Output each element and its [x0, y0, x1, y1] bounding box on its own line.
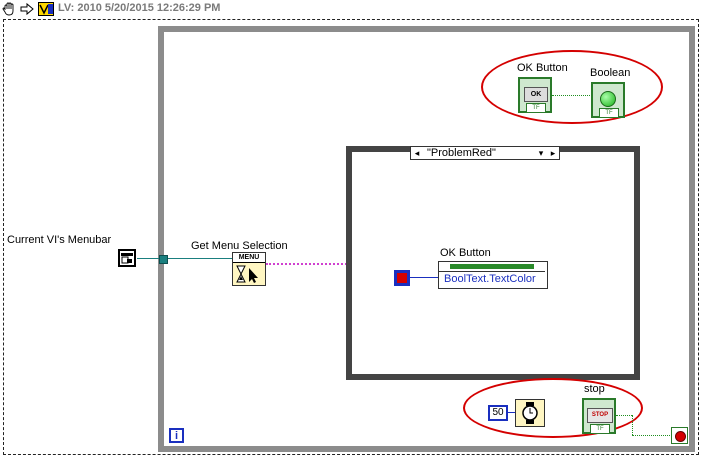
- menubar-label: Current VI's Menubar: [7, 234, 112, 246]
- menubar-refnum-icon[interactable]: [118, 249, 136, 267]
- ok-button-label: OK Button: [517, 62, 568, 74]
- stop-if-true-icon: [675, 431, 686, 442]
- wait-ms-constant[interactable]: 50: [488, 405, 508, 421]
- menu-node-caption: MENU: [233, 253, 265, 263]
- hand-tool-icon[interactable]: [2, 2, 16, 16]
- stop-terminal[interactable]: STOP TF: [582, 398, 616, 434]
- led-icon: [600, 91, 616, 107]
- color-wire: [410, 277, 438, 278]
- arrow-right-icon[interactable]: [20, 2, 34, 16]
- color-constant[interactable]: [394, 270, 410, 286]
- ok-button-terminal[interactable]: OK TF: [518, 77, 552, 113]
- case-selector[interactable]: ◂ "ProblemRed" ▾ ▸: [410, 146, 560, 160]
- annotation-ellipse-bottom: [463, 378, 643, 438]
- wait-wire: [508, 412, 516, 413]
- case-dropdown-button[interactable]: ▾: [538, 148, 544, 158]
- stop-wire-2: [632, 415, 633, 435]
- property-name[interactable]: BoolText.TextColor: [444, 273, 536, 285]
- watch-icon: [522, 402, 538, 424]
- boolean-indicator[interactable]: TF: [591, 82, 625, 118]
- toolbar: LV: 2010 5/20/2015 12:26:29 PM: [0, 0, 703, 20]
- get-menu-selection-node[interactable]: MENU: [232, 252, 266, 286]
- menu-item-wire: [266, 263, 350, 265]
- get-menu-label: Get Menu Selection: [191, 240, 288, 252]
- iteration-terminal[interactable]: i: [169, 428, 184, 443]
- annotation-ellipse-top: [481, 50, 663, 124]
- lv-version-text: LV: 2010 5/20/2015 12:26:29 PM: [58, 2, 221, 14]
- case-next-button[interactable]: ▸: [550, 148, 556, 158]
- stop-button-face: STOP: [587, 408, 613, 423]
- case-prev-button[interactable]: ◂: [414, 148, 420, 158]
- refnum-wire: [137, 258, 233, 259]
- property-node[interactable]: BoolText.TextColor: [438, 261, 548, 289]
- block-diagram: [3, 19, 699, 455]
- vi-icon[interactable]: [38, 2, 54, 16]
- stop-wire-3: [632, 435, 672, 436]
- property-node-title: OK Button: [440, 247, 491, 259]
- case-selector-value: "ProblemRed": [427, 147, 496, 159]
- wait-ms-node[interactable]: [515, 399, 545, 427]
- ok-button-face: OK: [524, 87, 548, 102]
- property-node-refbar: [450, 264, 534, 269]
- loop-tunnel[interactable]: [159, 255, 168, 264]
- stop-wire-1: [616, 415, 632, 416]
- boolean-wire-top: [552, 95, 592, 96]
- loop-condition-terminal[interactable]: [671, 427, 688, 444]
- boolean-label: Boolean: [590, 67, 631, 79]
- stop-label: stop: [584, 383, 605, 395]
- hourglass-cursor-icon: [236, 265, 258, 283]
